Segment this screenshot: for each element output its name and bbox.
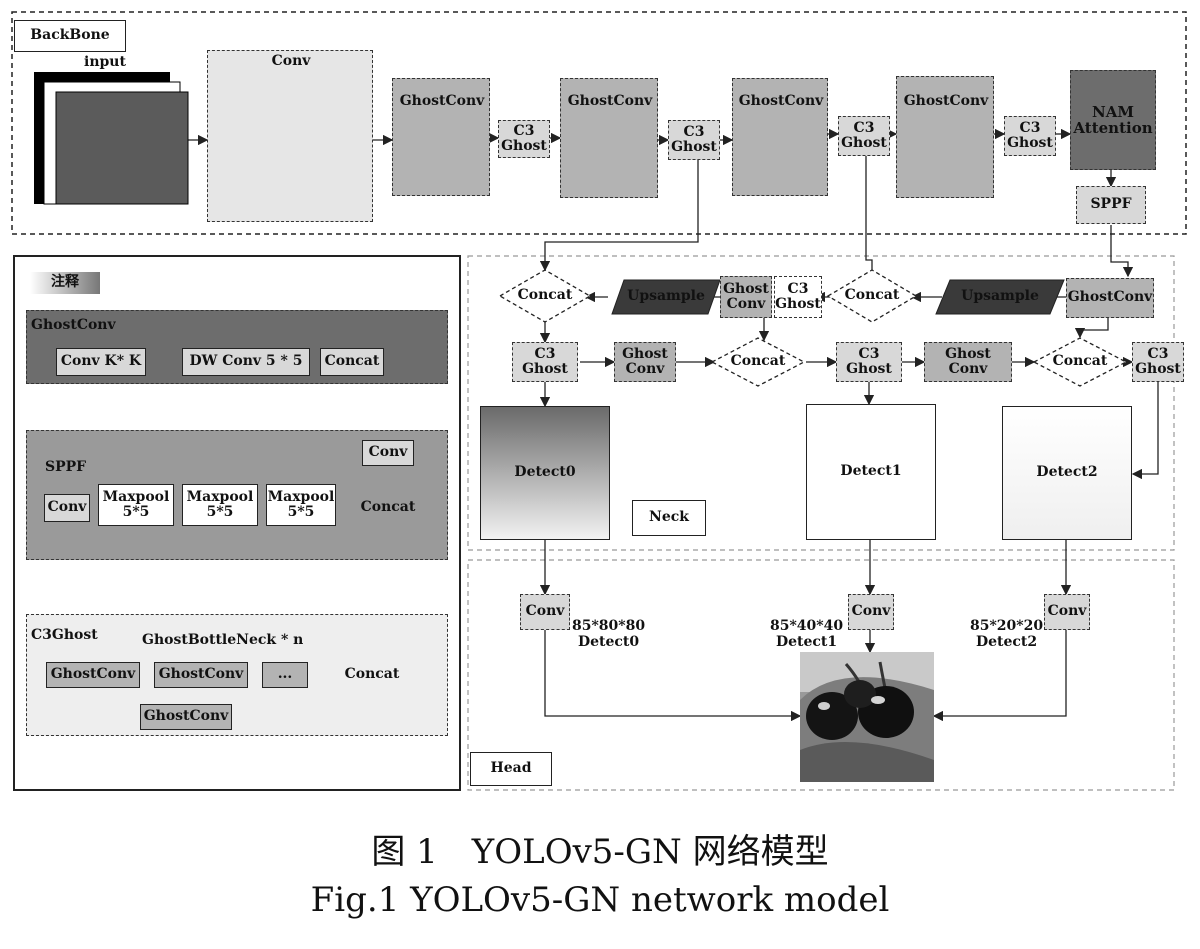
legend-maxpool-1: Maxpool 5*5 <box>98 484 174 526</box>
legend-conv-kk: Conv K* K <box>56 348 146 376</box>
concat-right: Concat <box>1052 353 1108 370</box>
upsample-left: Upsample <box>627 288 705 305</box>
ghostconv-block-4: GhostConv <box>896 76 994 198</box>
legend-sppf-title: SPPF <box>45 459 87 475</box>
ghostconv-block-2: GhostConv <box>560 78 658 198</box>
conv-block: Conv <box>207 50 373 222</box>
legend-sppf-conv-in: Conv <box>44 494 90 522</box>
ghostconv-block-3-title: GhostConv <box>738 93 824 109</box>
legend-c3-dots: ... <box>262 662 308 688</box>
neck-region <box>467 255 1175 551</box>
ghostconv-block-1-title: GhostConv <box>399 93 485 109</box>
head-label: Head <box>470 752 552 786</box>
c3ghost-neck-2: C3 Ghost <box>836 342 902 382</box>
upsample-right: Upsample <box>961 288 1039 305</box>
head-output-1-size: 85*40*40 <box>770 618 844 634</box>
head-output-1: 85*40*40 Detect1 <box>770 618 843 650</box>
sppf-block: SPPF <box>1076 186 1146 224</box>
head-region <box>467 559 1175 791</box>
ghostconv-block-1: GhostConv <box>392 78 490 196</box>
concat-diamond-top <box>826 269 918 323</box>
legend-ghostconv-title: GhostConv <box>31 317 116 333</box>
legend-c3-ghostconv-3: GhostConv <box>140 704 232 730</box>
head-output-2-size: 85*20*20 <box>970 618 1044 634</box>
head-output-2-name: Detect2 <box>975 634 1038 651</box>
c3ghost-backbone-3: C3 Ghost <box>838 116 890 156</box>
head-conv-0: Conv <box>520 594 570 630</box>
neck-label: Neck <box>632 500 706 536</box>
detect0-block: Detect0 <box>480 406 610 540</box>
ghost-conv-neck-1: Ghost Conv <box>614 342 676 382</box>
c3ghost-neck-top: C3 Ghost <box>774 276 822 318</box>
legend-maxpool-2: Maxpool 5*5 <box>182 484 258 526</box>
nam-attention-block: NAM Attention <box>1070 70 1156 170</box>
concat-diamond-mid <box>710 337 806 387</box>
backbone-label: BackBone <box>14 20 126 52</box>
ghost-conv-neck-2: Ghost Conv <box>924 342 1012 382</box>
ghostconv-block-3: GhostConv <box>732 78 828 196</box>
c3ghost-backbone-4: C3 Ghost <box>1004 116 1056 156</box>
cherry-photo <box>800 652 934 782</box>
legend-sppf-concat-label: Concat <box>360 499 416 516</box>
conv-block-title: Conv <box>271 53 311 69</box>
legend-c3-ghostconv-2: GhostConv <box>154 662 248 688</box>
head-output-0-size: 85*80*80 <box>572 618 646 634</box>
ghostconv-block-4-title: GhostConv <box>903 93 989 109</box>
concat-mid: Concat <box>730 353 786 370</box>
concat-top: Concat <box>844 287 900 304</box>
legend-region <box>13 255 461 791</box>
legend-bottleneck-label: GhostBottleNeck * n <box>142 632 304 648</box>
input-label: input <box>84 54 126 70</box>
ghost-conv-neck-top: Ghost Conv <box>720 276 772 318</box>
legend-c3-concat-label: Concat <box>344 666 400 683</box>
legend-c3-ghostconv-1: GhostConv <box>46 662 140 688</box>
head-output-0-name: Detect0 <box>577 634 640 651</box>
head-output-0: 85*80*80 Detect0 <box>572 618 645 650</box>
caption-cn: 图 1 YOLOv5-GN 网络模型 <box>371 832 829 872</box>
head-output-1-name: Detect1 <box>775 634 838 651</box>
legend-ghostconv-concat: Concat <box>320 348 384 376</box>
upsample-right-shape <box>935 279 1065 315</box>
c3ghost-backbone-1: C3 Ghost <box>498 120 550 158</box>
ghostconv-block-2-title: GhostConv <box>567 93 653 109</box>
c3ghost-neck-3: C3 Ghost <box>1132 342 1184 382</box>
legend-title: 注释 <box>30 272 100 294</box>
head-output-2: 85*20*20 Detect2 <box>970 618 1043 650</box>
detect1-block: Detect1 <box>806 404 936 540</box>
legend-c3ghost-title: C3Ghost <box>31 627 98 643</box>
head-conv-1: Conv <box>848 594 894 630</box>
caption-en: Fig.1 YOLOv5-GN network model <box>310 880 890 920</box>
detect2-block: Detect2 <box>1002 406 1132 540</box>
backbone-region <box>11 11 1187 235</box>
legend-maxpool-3: Maxpool 5*5 <box>266 484 336 526</box>
legend-sppf-conv-out: Conv <box>362 440 414 466</box>
concat-left: Concat <box>517 287 573 304</box>
ghostconv-neck: GhostConv <box>1066 278 1154 318</box>
concat-diamond-right <box>1032 337 1128 387</box>
input-layer-front <box>55 91 189 205</box>
head-conv-2: Conv <box>1044 594 1090 630</box>
concat-diamond-left <box>498 269 592 323</box>
legend-dwconv: DW Conv 5 * 5 <box>182 348 310 376</box>
upsample-left-shape <box>611 279 721 315</box>
c3ghost-neck-1: C3 Ghost <box>512 342 578 382</box>
c3ghost-backbone-2: C3 Ghost <box>668 120 720 160</box>
